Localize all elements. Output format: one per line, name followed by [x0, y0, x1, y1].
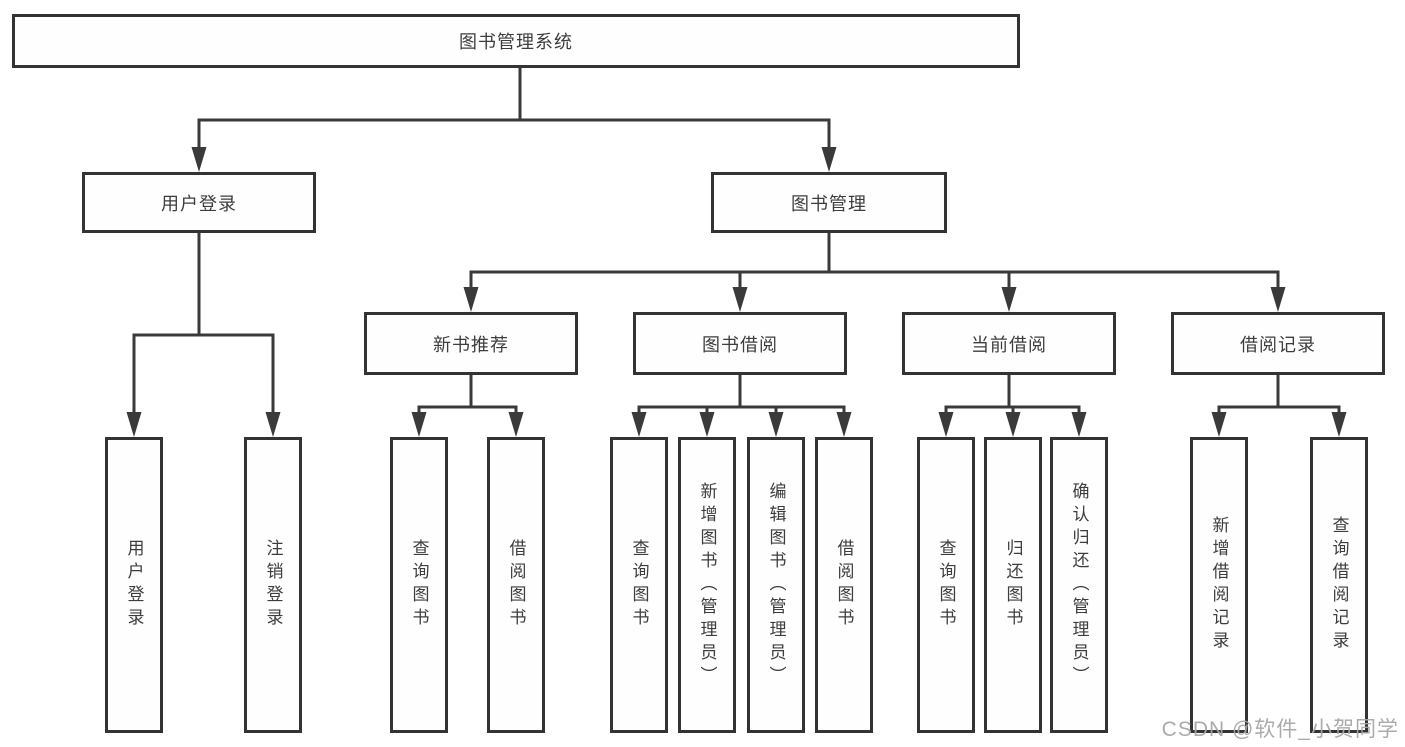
- leaf-records-add-record: 新增借阅记录: [1190, 437, 1248, 733]
- node-label: 用户登录: [161, 193, 237, 214]
- node-book-management: 图书管理: [711, 172, 947, 233]
- node-borrow-records: 借阅记录: [1171, 312, 1385, 375]
- node-current-borrowing: 当前借阅: [902, 312, 1116, 375]
- leaf-label: 查询图书: [409, 539, 429, 631]
- leaf-newbooks-query-books: 查询图书: [390, 437, 448, 733]
- leaf-label: 查询图书: [629, 539, 649, 631]
- csdn-watermark: CSDN @软件_小贺同学: [1161, 718, 1399, 741]
- node-label: 借阅记录: [1240, 334, 1316, 355]
- leaf-borrowing-add-books-admin: 新增图书（管理员）: [678, 437, 736, 733]
- leaf-label: 确认归还（管理员）: [1069, 481, 1089, 689]
- leaf-borrowing-borrow-books: 借阅图书: [815, 437, 873, 733]
- node-new-book-recommend: 新书推荐: [364, 312, 578, 375]
- node-label: 图书借阅: [702, 334, 778, 355]
- leaf-label: 借阅图书: [506, 539, 526, 631]
- node-label: 图书管理系统: [459, 32, 573, 52]
- leaf-records-query-record: 查询借阅记录: [1310, 437, 1368, 733]
- node-user-login: 用户登录: [82, 172, 316, 233]
- leaf-label: 归还图书: [1003, 539, 1023, 631]
- leaf-label: 新增图书（管理员）: [697, 481, 717, 689]
- leaf-current-query-books: 查询图书: [917, 437, 975, 733]
- leaf-logout: 注销登录: [244, 437, 302, 733]
- leaf-label: 借阅图书: [834, 539, 854, 631]
- leaf-label: 编辑图书（管理员）: [766, 481, 786, 689]
- leaf-user-login: 用户登录: [105, 437, 163, 733]
- leaf-label: 注销登录: [263, 539, 283, 631]
- leaf-borrowing-edit-books-admin: 编辑图书（管理员）: [747, 437, 805, 733]
- leaf-label: 查询借阅记录: [1329, 516, 1349, 654]
- arrowheads: [126, 147, 1347, 437]
- node-label: 新书推荐: [433, 334, 509, 355]
- leaf-current-return-books: 归还图书: [984, 437, 1042, 733]
- node-label: 当前借阅: [971, 334, 1047, 355]
- node-label: 图书管理: [791, 193, 867, 214]
- leaf-label: 新增借阅记录: [1209, 516, 1229, 654]
- node-system-root: 图书管理系统: [12, 14, 1020, 68]
- leaf-newbooks-borrow-books: 借阅图书: [487, 437, 545, 733]
- leaf-borrowing-query-books: 查询图书: [610, 437, 668, 733]
- leaf-current-confirm-return-admin: 确认归还（管理员）: [1050, 437, 1108, 733]
- leaf-label: 查询图书: [936, 539, 956, 631]
- leaf-label: 用户登录: [124, 539, 144, 631]
- node-book-borrowing: 图书借阅: [633, 312, 847, 375]
